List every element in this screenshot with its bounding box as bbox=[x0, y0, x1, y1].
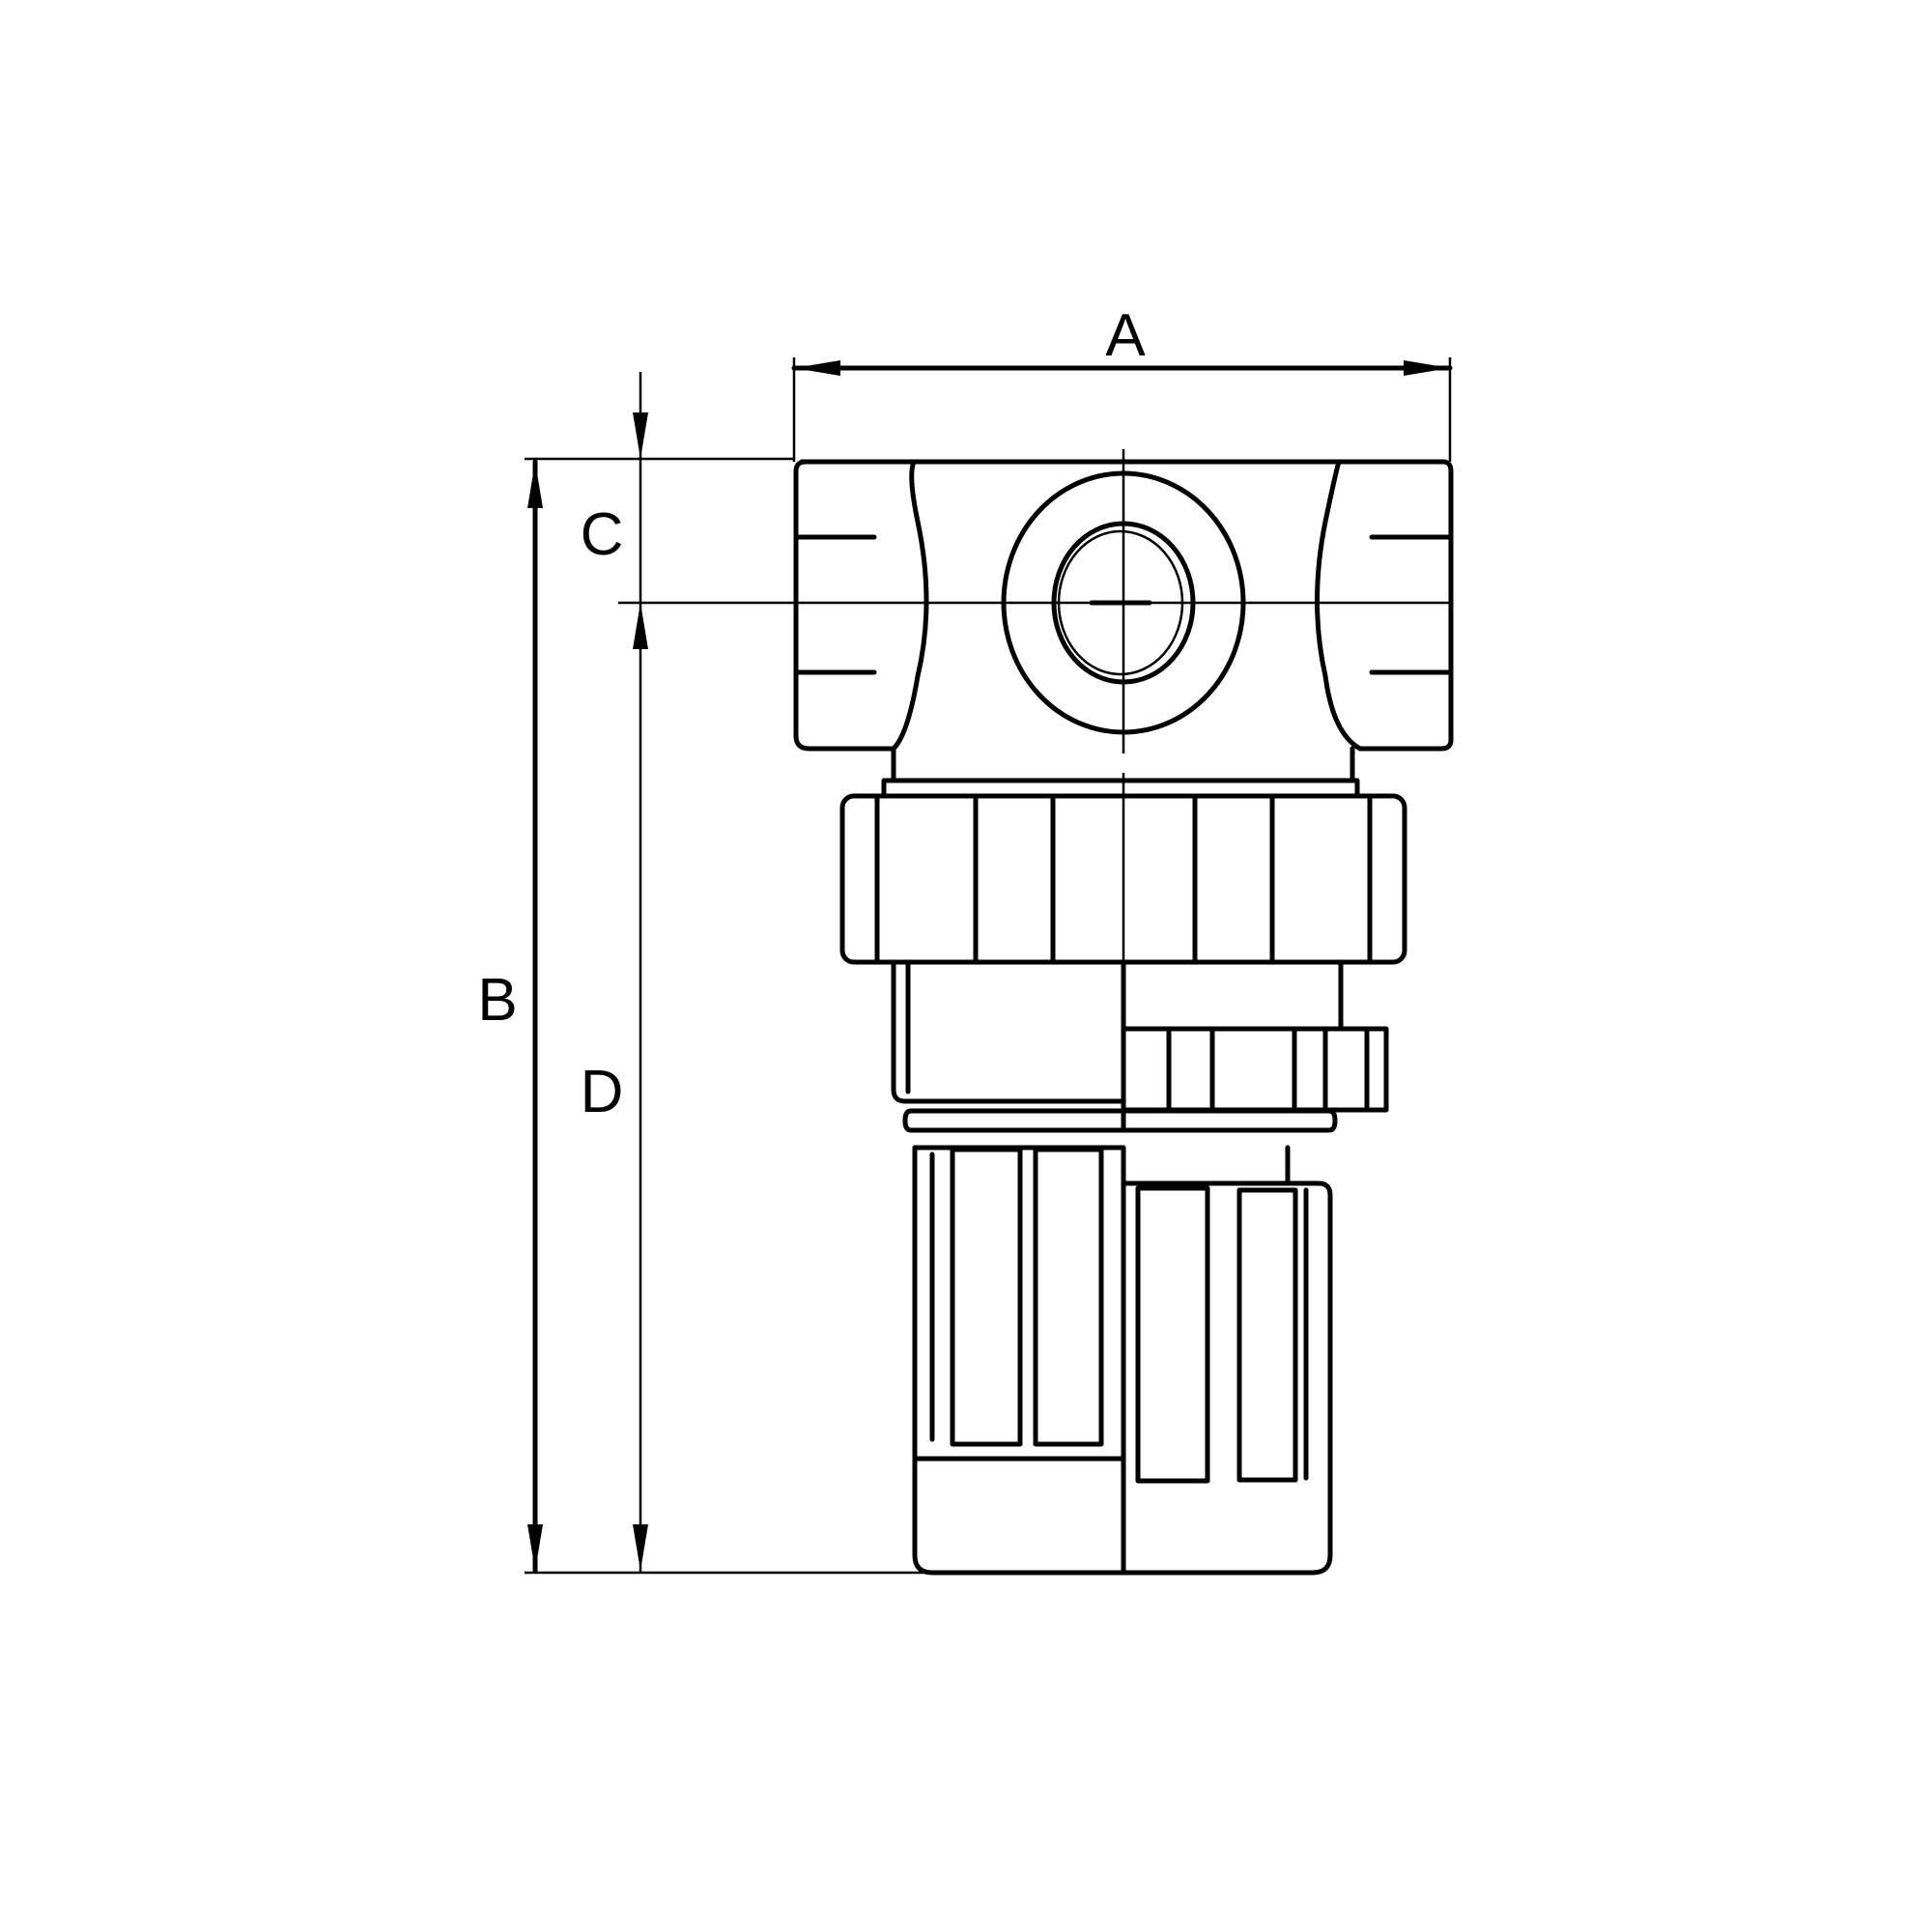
extension-lines bbox=[525, 457, 1451, 1575]
regulator-body-top bbox=[793, 449, 1454, 783]
dimension-c-d bbox=[633, 372, 648, 1573]
dimension-label-a: A bbox=[1105, 302, 1146, 369]
bonnet-nut bbox=[839, 773, 1407, 966]
regulator-body-middle bbox=[891, 959, 1389, 1133]
dimension-b bbox=[527, 459, 543, 1574]
dimension-label-d: D bbox=[580, 1059, 624, 1125]
dimension-a bbox=[791, 357, 1453, 462]
dimension-label-c: C bbox=[580, 501, 624, 568]
adjustment-knob bbox=[912, 1145, 1333, 1576]
dimension-label-b: B bbox=[477, 967, 518, 1034]
